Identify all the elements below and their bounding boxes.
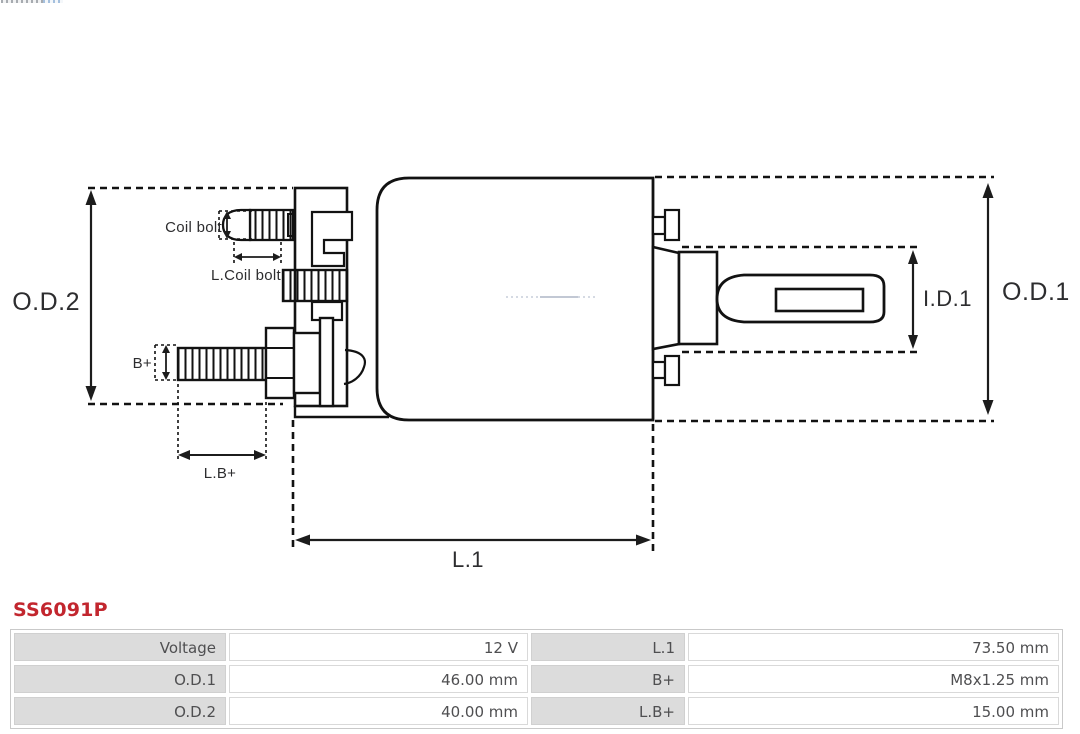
b-plus-flange	[318, 316, 335, 408]
spec-label: O.D.2	[14, 697, 226, 725]
b-plus-dim-box	[154, 344, 178, 381]
od2-label: O.D.2	[12, 288, 80, 316]
internal-terminal-step	[310, 210, 354, 268]
rear-terminal-top-neck	[651, 215, 667, 236]
lb-plus-label: L.B+	[204, 465, 236, 482]
spec-label: O.D.1	[14, 665, 226, 693]
l-coil-bolt-label: L.Coil bolt	[211, 267, 282, 284]
spec-label: L.1	[531, 633, 685, 661]
dimension-arrows	[85, 183, 994, 546]
b-plus-nut	[264, 326, 296, 400]
coil-bolt-label: Coil bolt	[165, 219, 222, 236]
dimension-fine-guides	[154, 210, 282, 462]
od1-label: O.D.1	[1002, 278, 1070, 306]
l1-label: L.1	[452, 547, 484, 572]
spec-label: L.B+	[531, 697, 685, 725]
coil-bolt-dim-box	[218, 210, 253, 240]
rear-terminal-bottom-neck	[651, 360, 667, 380]
front-bracket-base	[293, 406, 389, 419]
rear-terminal-top	[663, 208, 681, 242]
threaded-band	[281, 268, 349, 303]
spec-value: 15.00 mm	[688, 697, 1059, 725]
spec-value: 46.00 mm	[229, 665, 528, 693]
dimension-extension-lines	[88, 175, 994, 551]
top-edge-artifact	[1, 0, 63, 3]
spec-value: 73.50 mm	[688, 633, 1059, 661]
b-plus-stud	[176, 316, 335, 408]
spec-label: Voltage	[14, 633, 226, 661]
main-cylinder	[375, 176, 655, 422]
b-plus-threads	[176, 346, 268, 382]
plunger-slot	[774, 287, 865, 313]
spec-label: B+	[531, 665, 685, 693]
rear-assembly	[651, 208, 886, 387]
b-plus-nut-facets	[266, 347, 294, 379]
id1-label: I.D.1	[923, 286, 972, 311]
part-number: SS6091P	[13, 599, 108, 621]
coil-bolt-stud	[221, 208, 296, 242]
plunger-flange	[651, 245, 681, 351]
b-plus-washer	[292, 331, 322, 395]
coil-bolt-threads	[248, 208, 295, 242]
spec-value: M8x1.25 mm	[688, 665, 1059, 693]
spec-value: 12 V	[229, 633, 528, 661]
spring-clip	[343, 348, 366, 386]
plunger-collar	[677, 250, 719, 346]
spec-value: 40.00 mm	[229, 697, 528, 725]
rear-terminal-bottom	[663, 354, 681, 387]
lb-plus-guides	[177, 384, 267, 462]
solenoid-dimensional-drawing: O.D.2 O.D.1 I.D.1 L.1 Coil bolt L.Coil b…	[12, 175, 1070, 572]
spec-table: Voltage 12 V L.1 73.50 mm O.D.1 46.00 mm…	[10, 629, 1063, 729]
solenoid-body	[281, 176, 655, 422]
b-plus-label: B+	[133, 355, 152, 372]
